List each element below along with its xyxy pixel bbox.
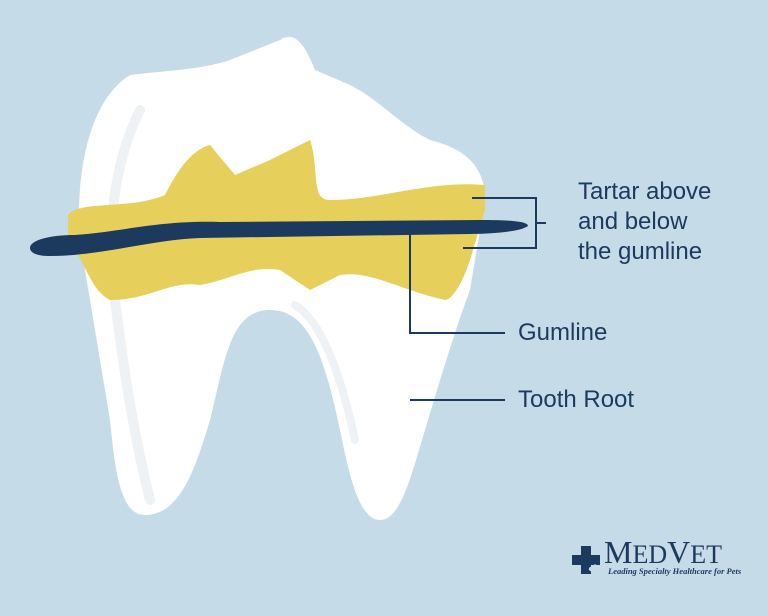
tartar-label-line-1: Tartar above (578, 178, 712, 205)
tartar-label: Tartar above and below the gumline (578, 177, 711, 267)
logo-tagline: Leading Specialty Healthcare for Pets (608, 566, 742, 576)
gumline-label: Gumline (518, 319, 608, 346)
logo-wordmark: MEDVET (604, 534, 722, 570)
gumline-band (30, 220, 528, 256)
tooth (79, 36, 485, 521)
tartar (68, 140, 485, 300)
medvet-logo-cross (572, 546, 600, 574)
tartar-label-line-2: and below (578, 208, 688, 235)
leader-lines (409, 197, 546, 401)
tooth-highlight-right (291, 301, 359, 444)
tartar-label-line-3: the gumline (578, 238, 703, 265)
tooth-root-label: Tooth Root (518, 386, 635, 413)
tooth-highlight (106, 105, 155, 505)
